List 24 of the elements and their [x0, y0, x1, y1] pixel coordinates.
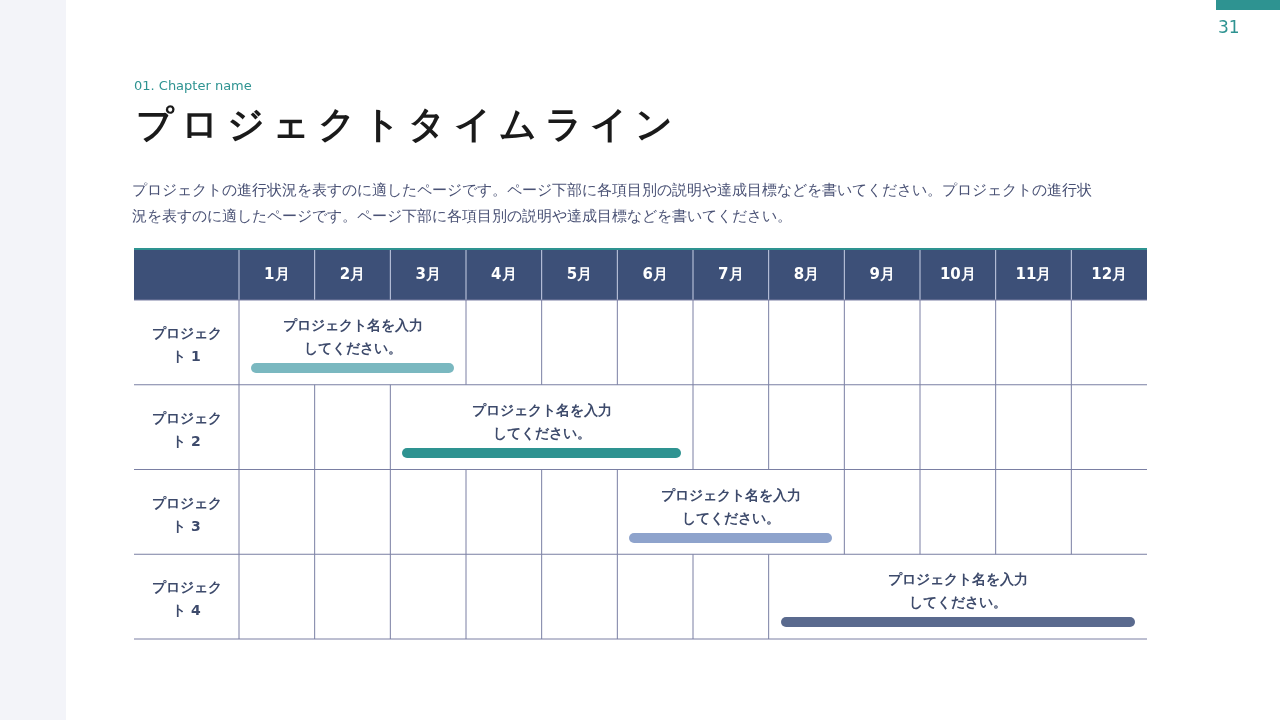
- project-label: プロジェクト 1: [150, 324, 223, 366]
- project-label: プロジェクト 3: [150, 493, 223, 536]
- description-text: プロジェクトの進行状況を表すのに適したページです。ページ下部に各項目別の説明や達成目標などを書いてください。プロジェクトの進行状況を表すのに適したページです。ページ下部に各項目別の説明や達成目標などを書いてください。: [132, 180, 1093, 227]
- month-header: 1月: [263, 264, 291, 285]
- month-header: 9月: [868, 264, 896, 285]
- month-header: 2月: [338, 264, 367, 285]
- task-name: プロジェクト名を入力してください。: [470, 400, 613, 443]
- task-name: プロジェクト名を入力してください。: [281, 316, 424, 358]
- page-number: 31: [1218, 16, 1241, 38]
- month-header: 8月: [792, 264, 821, 285]
- task-name: プロジェクト名を入力してください。: [659, 485, 802, 528]
- month-header: 3月: [414, 264, 442, 285]
- month-header: 10月: [938, 264, 977, 285]
- month-header: 7月: [717, 264, 745, 285]
- project-label: プロジェクト 2: [150, 408, 223, 451]
- month-header: 4月: [490, 264, 518, 285]
- project-label: プロジェクト 4: [150, 578, 223, 621]
- task-name: プロジェクト名を入力してください。: [886, 570, 1029, 613]
- month-header: 5月: [565, 264, 594, 285]
- slide-title: プロジェクトタイムライン: [136, 101, 681, 148]
- month-header: 11月: [1014, 264, 1053, 285]
- month-header: 6月: [641, 264, 669, 285]
- month-header: 12月: [1090, 264, 1129, 285]
- chapter-label: 01. Chapter name: [134, 77, 253, 94]
